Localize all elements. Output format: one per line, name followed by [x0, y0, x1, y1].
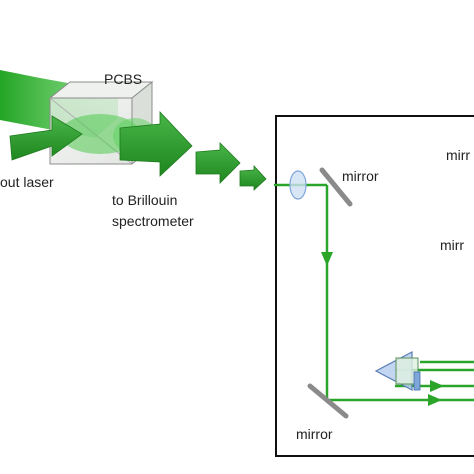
mirror-top [319, 167, 353, 207]
mirror-bottom-label: mirror [296, 426, 333, 442]
mirror-right-mid-label: mirr [440, 237, 464, 253]
output-arrow-large [119, 110, 193, 177]
mirror-top-label: mirror [342, 168, 379, 184]
instrument-enclosure [275, 115, 474, 457]
beam-direction-arrow-right-2 [430, 380, 444, 392]
prism-assembly [374, 351, 421, 391]
lens [289, 170, 307, 200]
output-arrow-small [239, 164, 267, 191]
to-brillouin-label-line1: to Brillouin [112, 192, 177, 208]
beam-direction-arrow-down [321, 252, 333, 266]
output-arrow-medium [195, 142, 241, 184]
input-laser-arrow [9, 115, 83, 161]
input-laser-label: out laser [0, 174, 54, 190]
to-brillouin-label-line2: spectrometer [112, 213, 194, 229]
mirror-bottom [307, 383, 349, 419]
mirror-right-top-label: mirr [446, 147, 470, 163]
pcbs-label: PCBS [104, 71, 142, 87]
beam-direction-arrow-right-1 [428, 394, 442, 406]
beam-path [274, 183, 474, 402]
